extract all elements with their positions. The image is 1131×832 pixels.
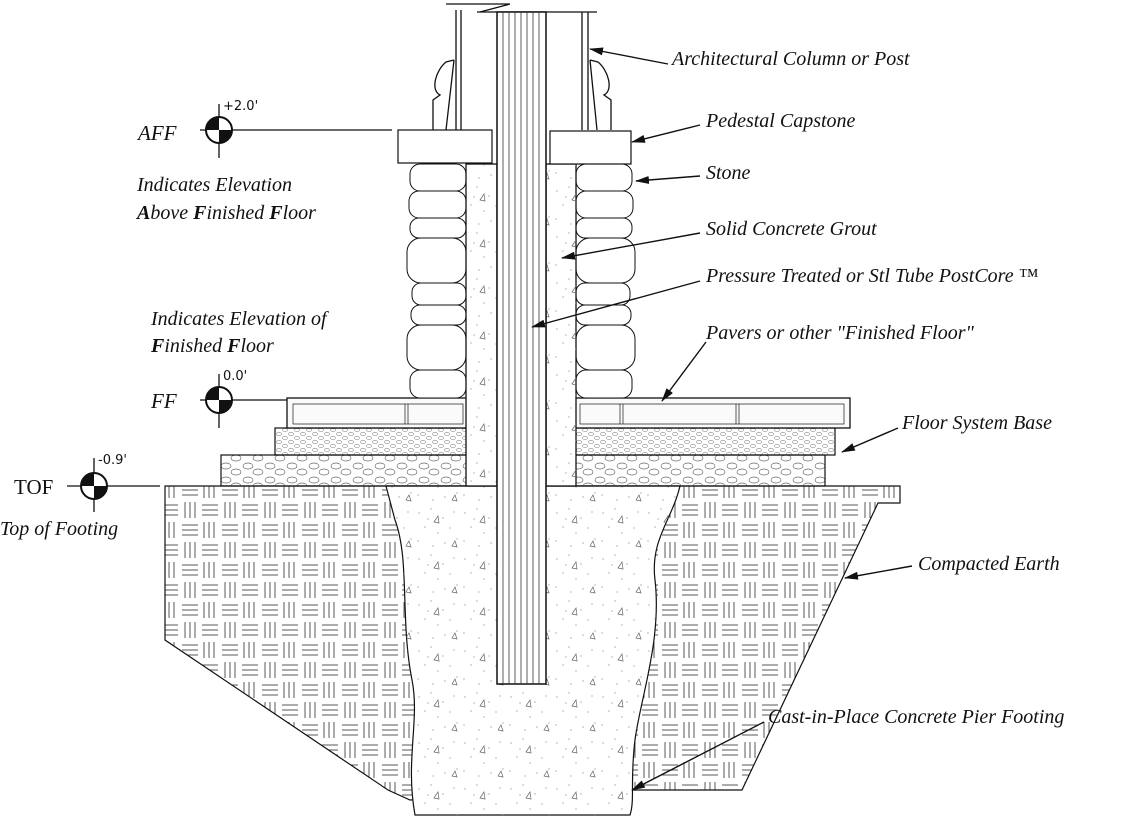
tof-tag: TOF	[14, 475, 53, 499]
callout-stone: Stone	[706, 162, 751, 184]
callout-footing: Cast-in-Place Concrete Pier Footing	[768, 706, 1064, 728]
callout-postcore: Pressure Treated or Stl Tube PostCore ™	[705, 265, 1039, 287]
stone-right	[575, 163, 636, 399]
aff-tag: AFF	[136, 121, 177, 145]
post-core	[496, 11, 547, 685]
tof-desc: Top of Footing	[0, 518, 118, 540]
ff-tag: FF	[150, 389, 177, 413]
ff-value: 0.0'	[223, 369, 247, 384]
callout-capstone: Pedestal Capstone	[705, 110, 856, 132]
callout-grout: Solid Concrete Grout	[706, 218, 877, 240]
elevation-marker-tof: -0.9' TOF Top of Footing	[0, 453, 160, 540]
capstone-left	[397, 129, 493, 164]
ff-desc-line1: Indicates Elevation of	[150, 308, 329, 330]
aff-desc-line1: Indicates Elevation	[136, 174, 292, 196]
aff-value: +2.0'	[223, 99, 258, 114]
leader-arrows	[531, 47, 913, 791]
elevation-marker-aff: +2.0' AFF Indicates Elevation Above Fini…	[135, 99, 392, 224]
tof-value: -0.9'	[98, 453, 127, 468]
callout-pavers: Pavers or other "Finished Floor"	[705, 322, 974, 344]
capstone-right	[549, 130, 632, 165]
callout-earth: Compacted Earth	[918, 553, 1060, 575]
stone-left	[406, 163, 467, 399]
architectural-column	[432, 3, 612, 131]
callout-column: Architectural Column or Post	[670, 48, 910, 70]
aff-desc-line2: Above Finished Floor	[135, 202, 316, 224]
callout-floor-base: Floor System Base	[901, 412, 1052, 434]
elevation-marker-ff: 0.0' FF Indicates Elevation of Finished …	[150, 308, 329, 428]
ff-desc-line2: Finished Floor	[150, 335, 274, 357]
